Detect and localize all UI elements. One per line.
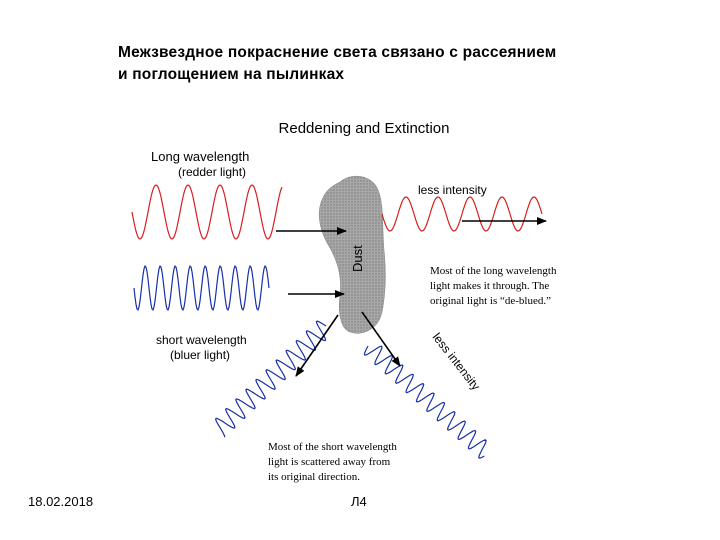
less-intensity-diagonal-label: less intensity <box>430 330 483 393</box>
blue-wave-scattered-right <box>363 345 487 459</box>
less-intensity-top-label: less intensity <box>418 183 487 197</box>
long-note-line-3: original light is “de-blued.” <box>430 295 551 307</box>
bluer-light-label: (bluer light) <box>170 348 230 362</box>
redder-light-label: (redder light) <box>178 165 246 179</box>
long-note-line-2: light makes it through. The <box>430 280 549 292</box>
figure-heading: Reddening and Extinction <box>279 120 450 137</box>
dust-label: Dust <box>350 245 365 272</box>
long-wavelength-label: Long wavelength <box>151 149 249 164</box>
arrow-scatter-left <box>295 314 339 377</box>
slide-number: Л4 <box>351 494 367 509</box>
short-wavelength-note: Most of the short wavelength light is sc… <box>268 441 400 483</box>
short-note-line-2: light is scattered away from <box>268 456 391 468</box>
blue-wave-scattered-left <box>214 320 327 438</box>
slide-date: 18.02.2018 <box>28 494 94 509</box>
arrow-scatter-right <box>361 311 401 367</box>
slide-title-line-1: Межзвездное покраснение света связано с … <box>118 44 557 61</box>
dust-cloud <box>318 175 386 334</box>
blue-wave-incoming <box>133 265 270 311</box>
short-wavelength-label: short wavelength <box>156 333 247 347</box>
long-note-line-1: Most of the long wavelength <box>430 265 557 277</box>
red-wave-transmitted <box>381 196 543 232</box>
slide-title: Межзвездное покраснение света связано с … <box>118 42 638 86</box>
red-wave-incoming <box>131 184 283 240</box>
short-note-line-3: its original direction. <box>268 471 360 483</box>
slide-title-line-2: и поглощением на пылинках <box>118 66 345 83</box>
long-wavelength-note: Most of the long wavelength light makes … <box>430 265 559 307</box>
short-note-line-1: Most of the short wavelength <box>268 441 397 453</box>
